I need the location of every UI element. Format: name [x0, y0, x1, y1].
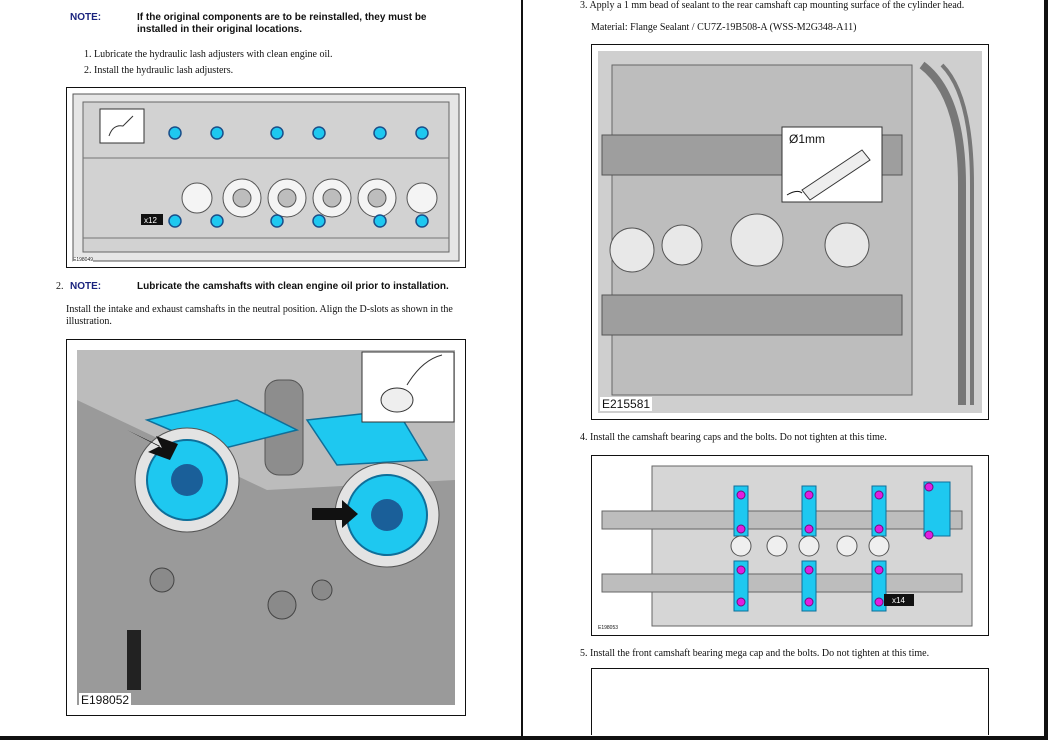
- figure-id: E198052: [79, 693, 132, 707]
- camshaft-instruction: Install the intake and exhaust camshafts…: [66, 304, 453, 327]
- step-2-text: 2. Install the hydraulic lash adjusters.: [84, 65, 234, 76]
- camshaft-closeup: [77, 350, 455, 705]
- figure-sealant-application: Ø1mm E215581: [591, 44, 989, 420]
- figure-mega-cap: [591, 668, 989, 735]
- figure-id: E198049: [73, 257, 94, 263]
- cylinder-head-rear-view: Ø1mm: [598, 51, 982, 413]
- material-spec: Material: Flange Sealant / CU7Z-19B508-A…: [591, 22, 857, 33]
- step-4-text: 4. Install the camshaft bearing caps and…: [580, 432, 887, 443]
- camshaft-caps-top-view: x14: [601, 465, 973, 627]
- step-5-text: 5. Install the front camshaft bearing me…: [580, 648, 930, 659]
- figure-bearing-caps: x14 E198053: [591, 455, 989, 636]
- step-2-note: 2. NOTE: Lubricate the camshafts with cl…: [56, 281, 486, 295]
- step-2-number: 2.: [56, 281, 64, 292]
- cylinder-head-top-view: x12: [72, 93, 460, 262]
- note-label: NOTE:: [70, 12, 102, 23]
- column-divider: [521, 0, 523, 740]
- note-block-1: NOTE: If the original components are to …: [70, 12, 470, 40]
- oil-can-icon: [361, 351, 455, 423]
- note-text: If the original components are to be rei…: [137, 12, 427, 35]
- figure-id: E198053: [598, 625, 619, 631]
- page-bottom-border: [0, 736, 1048, 740]
- figure-lash-adjusters: x12 E198049: [66, 87, 466, 268]
- step-3-text: 3. Apply a 1 mm bead of sealant to the r…: [580, 0, 965, 11]
- note-label: NOTE:: [70, 281, 102, 292]
- svg-text:x14: x14: [892, 596, 905, 605]
- svg-text:Ø1mm: Ø1mm: [789, 132, 825, 146]
- figure-camshaft-dslots: E198052: [66, 339, 466, 716]
- svg-text:x12: x12: [144, 216, 157, 225]
- page-edge: [1044, 0, 1048, 740]
- note-text: Lubricate the camshafts with clean engin…: [137, 281, 449, 292]
- figure-id: E215581: [600, 397, 653, 411]
- step-1-text: 1. Lubricate the hydraulic lash adjuster…: [84, 49, 333, 60]
